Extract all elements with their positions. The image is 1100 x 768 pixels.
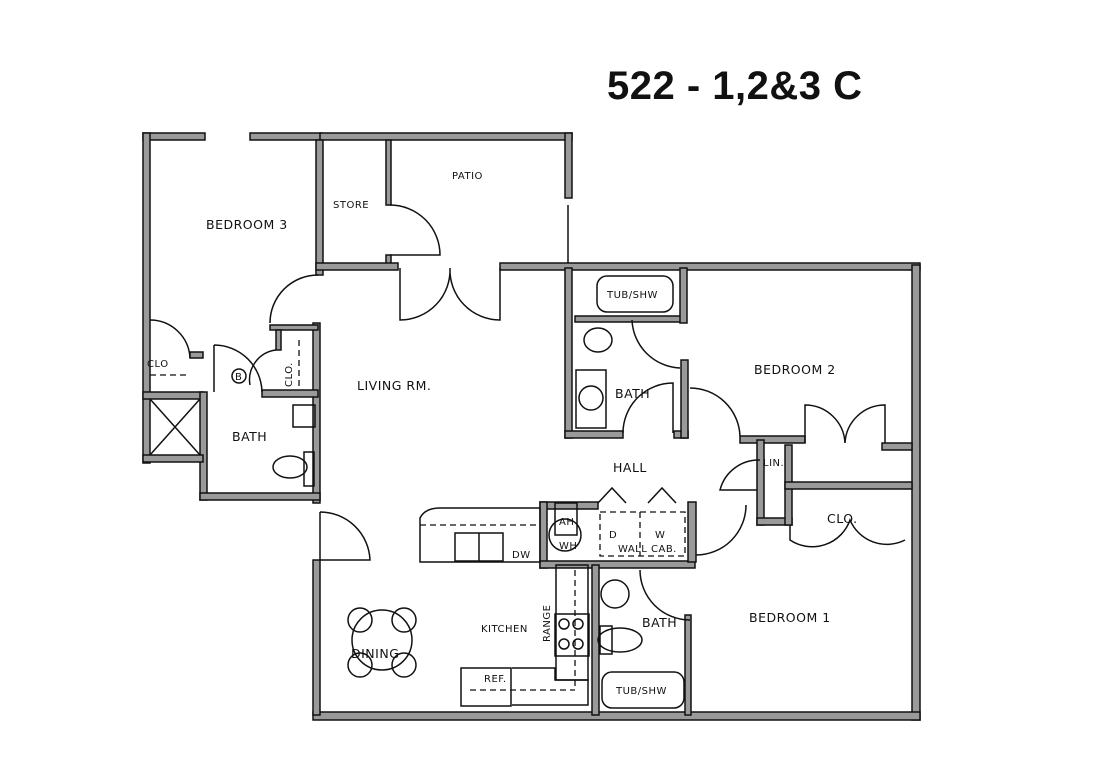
label-clo-small: CLO.: [284, 362, 295, 387]
label-wh: WH: [559, 541, 577, 552]
label-tub2: TUB/SHW: [606, 290, 658, 301]
doors: [149, 204, 906, 621]
label-clo-bed1: CLO.: [827, 511, 858, 526]
label-bedroom2: BEDROOM 2: [754, 362, 836, 377]
room-labels: BEDROOM 3 STORE PATIO LIVING RM. CLO B C…: [147, 171, 858, 697]
walls: [142, 132, 921, 721]
plan-title: 522 - 1,2&3 C: [607, 64, 863, 108]
label-wallcab: WALL CAB.: [618, 544, 677, 555]
label-ah: AH: [559, 517, 574, 528]
label-dw: DW: [512, 550, 531, 561]
label-washer: W: [655, 530, 665, 541]
label-hall: HALL: [613, 460, 647, 475]
label-dryer: D: [609, 530, 617, 541]
label-store: STORE: [333, 200, 369, 211]
label-ref: REF.: [484, 674, 507, 685]
label-dining: DINING: [351, 646, 399, 661]
label-bath1: BATH: [642, 615, 677, 630]
label-living: LIVING RM.: [357, 378, 431, 393]
label-patio: PATIO: [452, 171, 483, 182]
label-bedroom1: BEDROOM 1: [749, 610, 831, 625]
fixtures: [149, 275, 686, 709]
label-tub1: TUB/SHW: [615, 686, 667, 697]
label-bath2: BATH: [615, 386, 650, 401]
label-bedroom3: BEDROOM 3: [206, 217, 288, 232]
label-boiler: B: [235, 372, 242, 383]
label-lin: LIN.: [763, 458, 784, 469]
label-kitchen: KITCHEN: [481, 624, 528, 635]
label-clo-left: CLO: [147, 359, 169, 370]
label-bath3: BATH: [232, 429, 267, 444]
label-range: RANGE: [542, 605, 553, 642]
